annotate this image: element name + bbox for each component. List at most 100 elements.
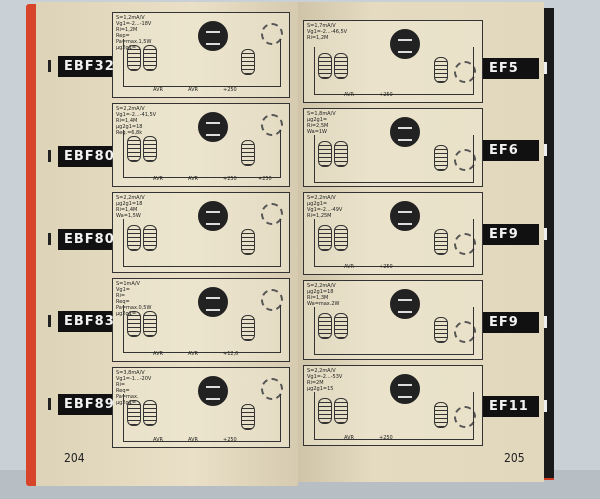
coil-icon — [143, 400, 157, 426]
coil-icon — [241, 49, 255, 75]
wire — [123, 305, 281, 353]
socket-icon — [454, 233, 476, 255]
index-mark — [544, 228, 547, 240]
coil-icon — [434, 317, 448, 343]
tube-type-label: EBF83 — [58, 311, 114, 332]
supply-label: AVR — [344, 435, 354, 441]
index-mark — [48, 60, 51, 72]
socket-icon — [261, 203, 283, 225]
tube-symbol — [390, 289, 421, 319]
wire — [314, 392, 474, 440]
coil-icon — [334, 53, 348, 79]
socket-icon — [454, 321, 476, 343]
supply-label: AVR — [153, 176, 163, 182]
socket-icon — [261, 114, 283, 136]
supply-label: +250 — [223, 437, 237, 443]
coil-icon — [434, 402, 448, 428]
supply-label: +250 — [379, 264, 393, 270]
coil-icon — [318, 141, 332, 167]
tube-symbol — [390, 117, 421, 147]
tube-type-label: EF5 — [483, 58, 539, 79]
circuit-diagram: S=2,2mA/V µg2g1=18 Ri=1,4M Wa=1,5W — [112, 192, 290, 273]
tube-type-label: EF9 — [483, 224, 539, 245]
tube-parameters: S=1,8mA/V µg2g1= Ri=2,5M Wa=1W — [307, 111, 336, 135]
circuit-diagram: S=1,8mA/V µg2g1= Ri=2,5M Wa=1W — [303, 108, 483, 187]
supply-label: AVR — [188, 351, 198, 357]
tube-type-label: EBF89 — [58, 394, 114, 415]
tube-symbol — [198, 112, 229, 142]
coil-icon — [143, 225, 157, 251]
tube-parameters: S=3,8mA/V Vg1=-1...-20V Ri= Req= Pa=max.… — [116, 370, 152, 406]
index-mark — [48, 398, 51, 410]
supply-label: AVR — [188, 437, 198, 443]
supply-label: +12,6 — [223, 351, 239, 357]
index-mark — [48, 233, 51, 245]
circuit-diagram: S=2,2mA/V µg2g1= Vg1=-2...-49V Ri=1,25M … — [303, 192, 483, 275]
tube-type-label: EBF80 — [58, 146, 114, 167]
index-mark — [48, 315, 51, 327]
coil-icon — [143, 45, 157, 71]
socket-icon — [261, 289, 283, 311]
coil-icon — [434, 229, 448, 255]
tube-type-label: EF6 — [483, 140, 539, 161]
circuit-diagram: S=2,2mA/V Vg1=-2...-41,5V Ri=1,4M µg2g1=… — [112, 103, 290, 187]
wire — [123, 394, 281, 442]
supply-label: AVR — [344, 264, 354, 270]
socket-icon — [454, 406, 476, 428]
coil-icon — [334, 225, 348, 251]
coil-icon — [127, 45, 141, 71]
supply-label: AVR — [153, 437, 163, 443]
coil-icon — [318, 398, 332, 424]
coil-icon — [318, 225, 332, 251]
coil-icon — [334, 398, 348, 424]
tube-symbol — [390, 29, 421, 59]
coil-icon — [143, 136, 157, 162]
tube-symbol — [198, 201, 229, 231]
tube-parameters: S=2,2mA/V Vg1=-2...-53V Ri=2M µg2g1=15 — [307, 368, 343, 392]
tube-symbol — [390, 201, 421, 231]
coil-icon — [318, 313, 332, 339]
coil-icon — [127, 225, 141, 251]
wire — [123, 130, 281, 178]
supply-label: AVR — [188, 176, 198, 182]
socket-icon — [261, 23, 283, 45]
supply-label: +250 — [258, 176, 272, 182]
tube-symbol — [390, 374, 421, 404]
coil-icon — [127, 400, 141, 426]
tube-symbol — [198, 287, 229, 317]
socket-icon — [454, 61, 476, 83]
wire — [314, 135, 474, 183]
index-mark — [544, 62, 547, 74]
index-mark — [48, 150, 51, 162]
tube-parameters: S=1,2mA/V Vg1=-2...-18V Ri=1,2M Rep= Pa=… — [116, 15, 152, 51]
socket-icon — [261, 378, 283, 400]
coil-icon — [334, 313, 348, 339]
wire — [123, 39, 281, 87]
tube-parameters: S=1mA/V Vg1= Ri= Req= Pa=max.0,5W µg2g1= — [116, 281, 152, 317]
tube-type-label: EBF80 — [58, 229, 114, 250]
tube-type-label: EF9 — [483, 312, 539, 333]
coil-icon — [241, 315, 255, 341]
wire — [123, 219, 281, 267]
supply-label: AVR — [188, 87, 198, 93]
tube-parameters: S=2,2mA/V Vg1=-2...-41,5V Ri=1,4M µg2g1=… — [116, 106, 157, 136]
circuit-diagram: S=2,2mA/V µg2g1=18 Ri=1,3M Wa=max.2W — [303, 280, 483, 360]
tube-type-label: EBF32 — [58, 56, 114, 77]
circuit-diagram: S=2,2mA/V Vg1=-2...-53V Ri=2M µg2g1=15 A… — [303, 365, 483, 446]
tube-parameters: S=2,2mA/V µg2g1=18 Ri=1,4M Wa=1,5W — [116, 195, 145, 219]
page-edge-index — [544, 8, 554, 478]
circuit-diagram: S=1mA/V Vg1= Ri= Req= Pa=max.0,5W µg2g1=… — [112, 278, 290, 362]
supply-label: AVR — [344, 92, 354, 98]
index-mark — [544, 144, 547, 156]
tube-symbol — [198, 376, 229, 406]
page-number-right: 205 — [504, 451, 525, 465]
coil-icon — [334, 141, 348, 167]
supply-label: +250 — [223, 87, 237, 93]
coil-icon — [127, 136, 141, 162]
supply-label: AVR — [153, 351, 163, 357]
coil-icon — [241, 229, 255, 255]
socket-icon — [454, 149, 476, 171]
index-mark — [544, 400, 547, 412]
circuit-diagram: S=1,2mA/V Vg1=-2...-18V Ri=1,2M Rep= Pa=… — [112, 12, 290, 98]
tube-symbol — [198, 21, 229, 51]
